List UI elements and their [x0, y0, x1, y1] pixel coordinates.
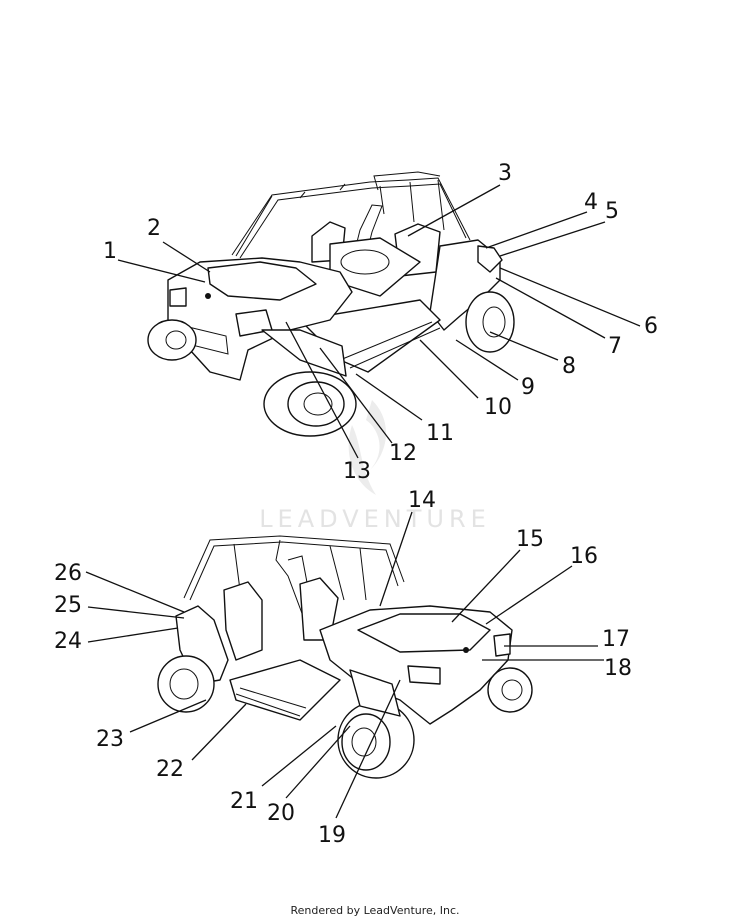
callout-9: 9 — [521, 375, 535, 400]
callout-23: 23 — [96, 727, 124, 752]
callout-8: 8 — [562, 354, 576, 379]
watermark-text: LEADVENTURE — [259, 505, 491, 533]
callout-12: 12 — [389, 441, 417, 466]
leader-lines-bottom — [85, 511, 604, 819]
footer-credit: Rendered by LeadVenture, Inc. — [290, 904, 460, 917]
watermark: LEADVENTURE — [259, 400, 491, 533]
callout-6: 6 — [644, 314, 658, 339]
callout-21: 21 — [230, 789, 258, 814]
callout-7: 7 — [608, 334, 622, 359]
callout-labels: 1 2 3 4 5 6 7 8 9 10 11 12 13 14 15 16 1… — [54, 161, 658, 848]
callout-4: 4 — [584, 190, 598, 215]
callout-26: 26 — [54, 561, 82, 586]
callout-16: 16 — [570, 544, 598, 569]
callout-20: 20 — [267, 801, 295, 826]
vehicle-front-right-view — [157, 535, 533, 779]
callout-24: 24 — [54, 629, 82, 654]
leader-lines-top — [117, 184, 641, 459]
callout-14: 14 — [408, 488, 436, 513]
callout-11: 11 — [426, 421, 454, 446]
callout-10: 10 — [484, 395, 512, 420]
callout-1: 1 — [103, 239, 117, 264]
callout-5: 5 — [605, 199, 619, 224]
callout-13: 13 — [343, 459, 371, 484]
callout-18: 18 — [604, 656, 632, 681]
callout-19: 19 — [318, 823, 346, 848]
vehicle-front-left-view — [147, 171, 515, 437]
callout-25: 25 — [54, 593, 82, 618]
callout-15: 15 — [516, 527, 544, 552]
callout-22: 22 — [156, 757, 184, 782]
callout-2: 2 — [147, 216, 161, 241]
callout-17: 17 — [602, 627, 630, 652]
callout-3: 3 — [498, 161, 512, 186]
